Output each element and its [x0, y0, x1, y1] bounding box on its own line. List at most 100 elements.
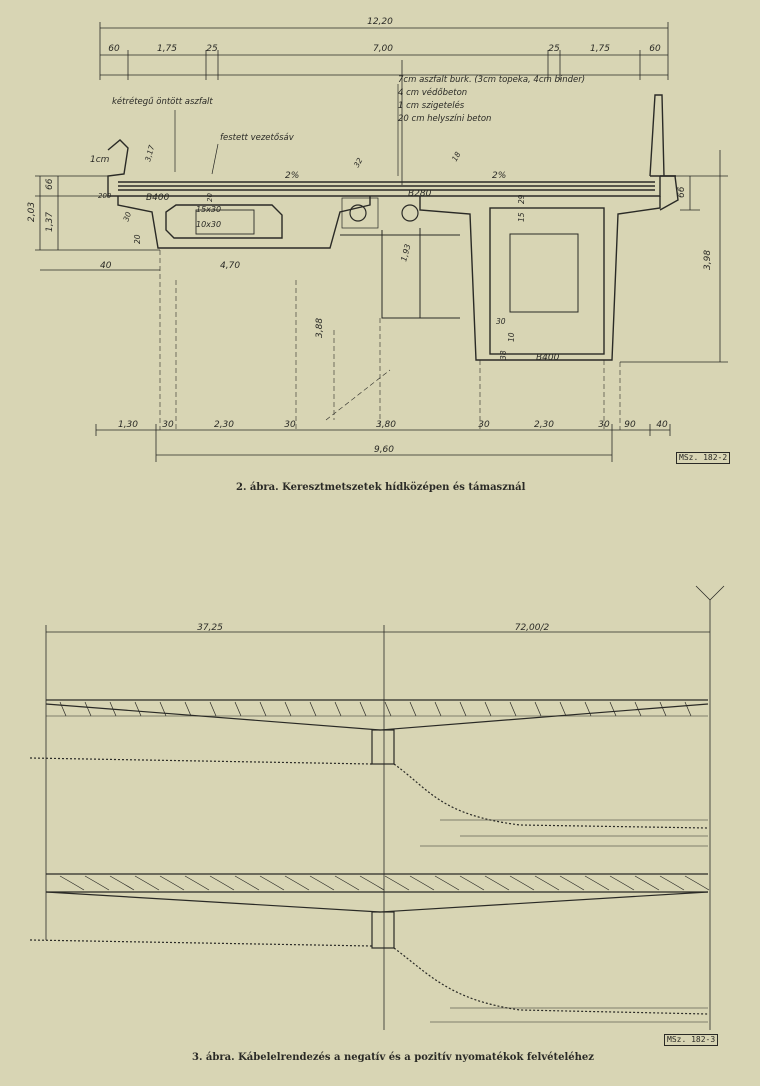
- dim-b30b: 30: [284, 420, 296, 430]
- dim-398: 3,98: [703, 250, 713, 270]
- layer-note-3: 1 cm szigetelés: [398, 100, 465, 111]
- dim-b130: 1,30: [118, 420, 138, 430]
- cable-curve: [259, 875, 285, 891]
- dim-b30d: 30: [598, 420, 610, 430]
- fig3-stamp: MSz. 182-3: [664, 1034, 719, 1046]
- dim-b380: 3,80: [376, 420, 396, 430]
- dim-40: 40: [100, 261, 112, 271]
- cable-tick: [584, 701, 592, 717]
- slope-left: 2%: [285, 171, 299, 181]
- cable-tick: [309, 701, 317, 717]
- cable-curve: [359, 875, 385, 891]
- cable-tick: [434, 701, 442, 717]
- dim-b30c: 30: [478, 420, 490, 430]
- cable-curve: [109, 875, 135, 891]
- cable-curve: [684, 875, 710, 891]
- dim-b230a: 2,30: [214, 420, 234, 430]
- cable-curve: [609, 875, 635, 891]
- fig3-dimensions: [45, 585, 725, 1030]
- dim-388: 3,88: [315, 318, 325, 338]
- cable-tick: [659, 701, 667, 717]
- cable-curve: [284, 875, 310, 891]
- dim-25-left: 25: [206, 44, 218, 54]
- cable-tick: [359, 701, 367, 717]
- dim-60-left: 60: [108, 44, 120, 54]
- dim-25-right: 25: [548, 44, 560, 54]
- cable-curve: [534, 875, 560, 891]
- fig3-lower-cables: [59, 875, 710, 891]
- fig2-construction-lines: [159, 250, 621, 430]
- cable-tick: [59, 701, 67, 717]
- cable-tick: [159, 701, 167, 717]
- cable-curve: [234, 875, 260, 891]
- cable-curve: [409, 875, 435, 891]
- dim-b230b: 2,30: [534, 420, 554, 430]
- fig3-upper-beam: [29, 699, 709, 847]
- fig2-ducts: [341, 197, 419, 229]
- fig2-right-girder: [419, 196, 661, 361]
- label-b400-b: B400: [536, 353, 560, 363]
- cable-tick: [284, 701, 292, 717]
- dim-b40: 40: [656, 420, 668, 430]
- cable-curve: [184, 875, 210, 891]
- cable-curve: [334, 875, 360, 891]
- layer-note-1: 7cm aszfalt burk. (3cm topeka, 4cm binde…: [398, 75, 585, 85]
- fig2-stamp: MSz. 182-2: [676, 452, 731, 464]
- dim-175-right: 1,75: [590, 44, 610, 54]
- cable-curve: [584, 875, 610, 891]
- dim-193: 1,93: [399, 243, 412, 263]
- cable-curve: [659, 875, 685, 891]
- dim-total-bottom: 9,60: [374, 445, 394, 455]
- fig2-caption: 2. ábra. Keresztmetszetek hídközépen és …: [236, 482, 526, 493]
- dim-30-v: 30: [121, 210, 133, 222]
- fig3-caption: 3. ábra. Kábelelrendezés a negatív és a …: [192, 1052, 594, 1063]
- dim-137: 1,37: [45, 212, 55, 232]
- cable-tick: [609, 701, 617, 717]
- fig2-left-vertical-dims: [35, 175, 160, 271]
- cable-curve: [159, 875, 185, 891]
- dim-20-v: 20: [133, 234, 142, 244]
- label-b400-a: B400: [146, 193, 170, 203]
- dim-32: 32: [352, 156, 365, 169]
- cable-tick: [509, 701, 517, 717]
- cable-tick: [634, 701, 642, 717]
- dim-1cm: 1cm: [90, 155, 110, 165]
- cable-curve: [559, 875, 585, 891]
- cable-tick: [234, 701, 242, 717]
- fig3-lower-beam: [29, 873, 709, 1023]
- layer-note-4: 20 cm helyszíni beton: [398, 114, 491, 124]
- cable-tick: [409, 701, 417, 717]
- cable-tick: [184, 701, 192, 717]
- cable-curve: [309, 875, 335, 891]
- dim-60-right: 60: [649, 44, 661, 54]
- cable-tick: [209, 701, 217, 717]
- label-b280: B280: [408, 189, 432, 199]
- dim-b90: 90: [624, 420, 636, 430]
- cable-curve: [209, 875, 235, 891]
- dim-10: 10: [507, 332, 516, 342]
- dim-200: 200: [98, 192, 112, 200]
- fig3-dim-span: 37,25: [197, 623, 223, 633]
- cable-tick: [334, 701, 342, 717]
- fig2-layer-notes: 7cm aszfalt burk. (3cm topeka, 4cm binde…: [112, 75, 585, 143]
- cable-tick: [534, 701, 542, 717]
- cable-curve: [459, 875, 485, 891]
- cable-tick: [109, 701, 117, 717]
- cable-tick: [459, 701, 467, 717]
- cable-tick: [559, 701, 567, 717]
- dim-700: 7,00: [373, 44, 393, 54]
- dim-total-top: 12,20: [367, 17, 393, 27]
- dim-66-left: 66: [45, 178, 55, 190]
- cable-curve: [84, 875, 110, 891]
- cable-curve: [134, 875, 160, 891]
- fig2-center-block: [340, 228, 460, 319]
- label-festett: festett vezetősáv: [220, 133, 295, 143]
- dim-38: 38: [499, 350, 508, 360]
- dim-18: 18: [450, 150, 463, 163]
- cable-curve: [484, 875, 510, 891]
- label-void-1: 15x30: [196, 205, 221, 214]
- dim-317: 3,17: [143, 144, 156, 163]
- cable-tick: [84, 701, 92, 717]
- cable-curve: [634, 875, 660, 891]
